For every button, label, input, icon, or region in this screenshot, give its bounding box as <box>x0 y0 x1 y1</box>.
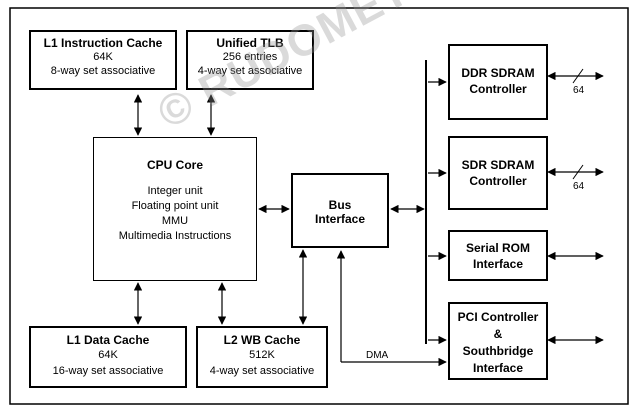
pci-controller-line4: Interface <box>472 361 524 375</box>
sdr-sdram-controller-block: SDR SDRAM Controller <box>448 136 548 210</box>
l1-instruction-cache-block: L1 Instruction Cache 64K 8-way set assoc… <box>29 30 177 90</box>
cpu-core-title: CPU Core <box>146 158 203 172</box>
unified-tlb-assoc: 4-way set associative <box>197 65 303 77</box>
cpu-core-mmu: MMU <box>161 215 189 227</box>
pci-controller-block: PCI Controller & Southbridge Interface <box>448 302 548 380</box>
l1-instruction-cache-title: L1 Instruction Cache <box>43 36 163 50</box>
l2-wb-cache-assoc: 4-way set associative <box>209 365 315 377</box>
sdr-sdram-line1: SDR SDRAM <box>461 158 535 172</box>
unified-tlb-entries: 256 entries <box>222 51 278 63</box>
bus-width-slash-sdr <box>572 164 584 180</box>
l1-data-cache-title: L1 Data Cache <box>66 333 150 347</box>
l2-wb-cache-title: L2 WB Cache <box>223 333 301 347</box>
outer-frame <box>9 7 629 405</box>
l1-data-cache-size: 64K <box>98 349 118 361</box>
pci-controller-line2: & <box>493 327 503 341</box>
sdr-bus-width-label: 64 <box>573 181 585 192</box>
bus-interface-line2: Interface <box>314 212 366 226</box>
dma-label: DMA <box>366 350 389 361</box>
cpu-core-multimedia: Multimedia Instructions <box>118 230 232 242</box>
unified-tlb-block: Unified TLB 256 entries 4-way set associ… <box>186 30 314 90</box>
ddr-sdram-line2: Controller <box>469 82 527 96</box>
bus-interface-line1: Bus <box>328 198 352 212</box>
bus-width-slash-ddr <box>572 68 584 84</box>
serial-rom-line2: Interface <box>472 257 524 271</box>
l2-wb-cache-size: 512K <box>249 349 275 361</box>
l1-data-cache-assoc: 16-way set associative <box>52 365 164 377</box>
l2-wb-cache-block: L2 WB Cache 512K 4-way set associative <box>196 326 328 388</box>
serial-rom-interface-block: Serial ROM Interface <box>448 230 548 281</box>
cpu-core-fpu: Floating point unit <box>131 200 219 212</box>
ddr-bus-width-label: 64 <box>573 85 585 96</box>
ddr-sdram-line1: DDR SDRAM <box>461 66 535 80</box>
sdr-sdram-line2: Controller <box>469 174 527 188</box>
cpu-core-integer-unit: Integer unit <box>147 185 203 197</box>
serial-rom-line1: Serial ROM <box>465 241 531 255</box>
bus-interface-block: Bus Interface <box>291 173 389 248</box>
l1-instruction-cache-assoc: 8-way set associative <box>50 65 156 77</box>
l1-data-cache-block: L1 Data Cache 64K 16-way set associative <box>29 326 187 388</box>
ddr-sdram-controller-block: DDR SDRAM Controller <box>448 44 548 120</box>
pci-controller-line1: PCI Controller <box>457 310 539 324</box>
cpu-core-block: CPU Core Integer unit Floating point uni… <box>93 137 257 281</box>
pci-controller-line3: Southbridge <box>462 344 534 358</box>
l1-instruction-cache-size: 64K <box>93 51 113 63</box>
unified-tlb-title: Unified TLB <box>216 36 284 50</box>
